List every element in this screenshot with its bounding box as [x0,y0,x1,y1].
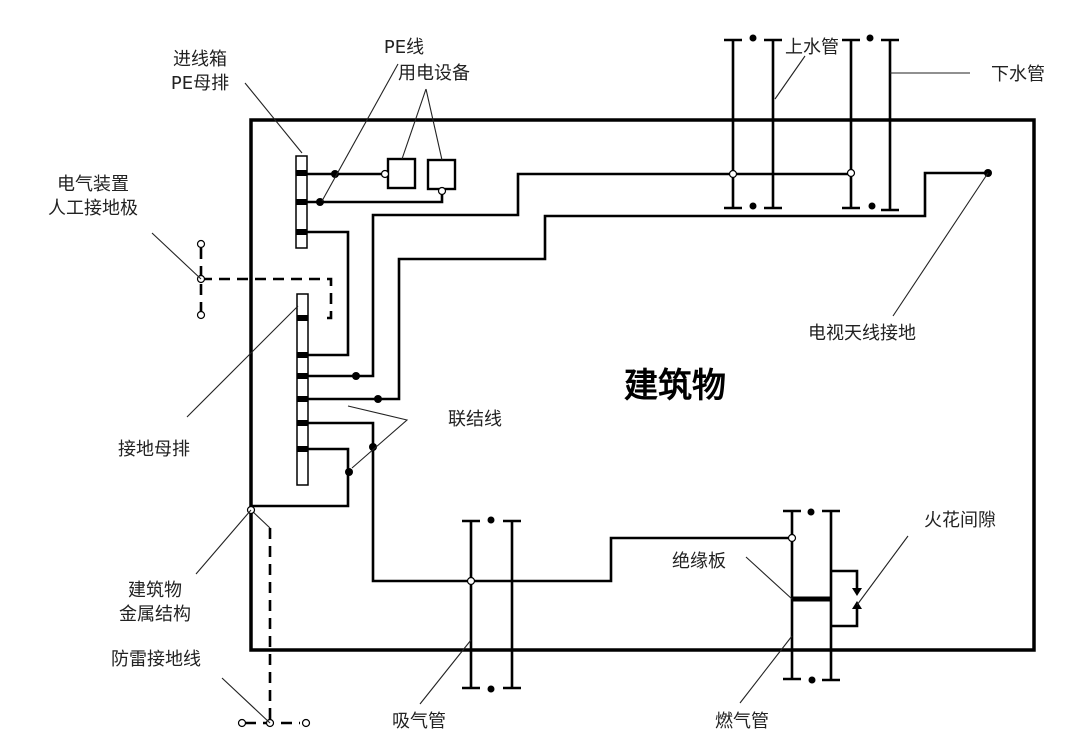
pe-busbar [295,155,308,249]
label-pe-busbar: PE母排 [171,73,229,94]
label-drain-pipe: 下水管 [991,64,1045,85]
equipment-box-1 [386,157,417,190]
label-electrode-1: 电气装置 [57,174,129,195]
label-building-metal-1: 建筑物 [128,580,182,601]
pe-wires [307,169,447,206]
water-pipes [724,34,899,212]
suction-pipe [462,516,521,693]
label-equipment: 用电设备 [398,63,470,84]
label-spark-gap: 火花间隙 [924,510,996,531]
artificial-electrode [196,239,333,320]
label-grounding-busbar: 接地母排 [118,439,190,460]
label-lightning-ground: 防雷接地线 [111,649,201,670]
leader-lines [151,55,989,724]
label-suction-pipe: 吸气管 [392,711,446,732]
label-water-supply: 上水管 [785,37,839,58]
label-incoming-box: 进线箱 [173,49,227,70]
label-building-metal-2: 金属结构 [119,604,191,625]
label-bonding-line: 联结线 [448,409,502,430]
building-title: 建筑物 [624,366,726,406]
bonding-wires [252,169,992,583]
lightning-ground [237,505,311,728]
label-tv-antenna: 电视天线接地 [808,323,916,344]
grounding-busbar [296,293,309,486]
label-pe-line: PE线 [384,37,424,58]
label-insulating-plate: 绝缘板 [672,551,726,572]
equipment-box-2 [426,158,457,191]
spark-gap [831,569,859,628]
building-outline [249,118,1036,652]
label-electrode-2: 人工接地极 [48,198,138,219]
gas-pipe [783,508,862,684]
label-gas-pipe: 燃气管 [715,711,769,732]
